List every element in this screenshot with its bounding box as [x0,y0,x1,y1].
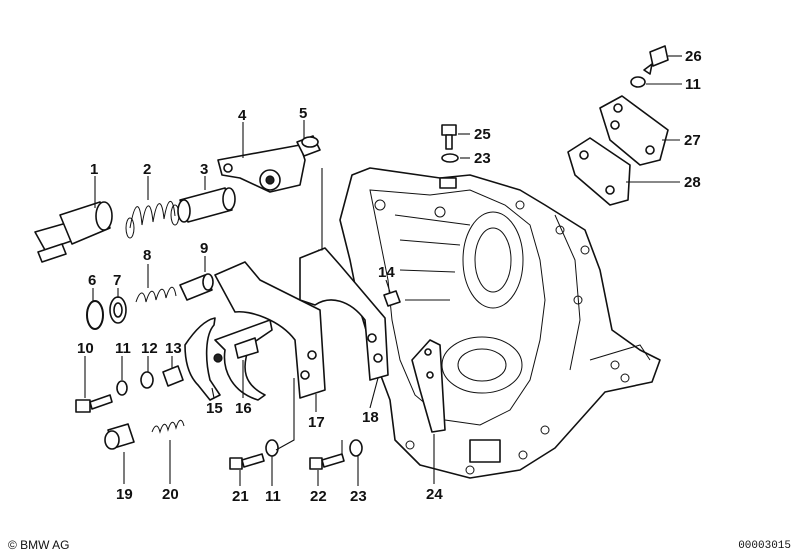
label-part-16: 16 [235,400,252,417]
washer-part-11a [116,380,128,396]
label-part-2: 2 [143,161,151,178]
label-part-27: 27 [684,132,701,149]
washer-part-11b [265,439,279,457]
cover-plate-part-28 [567,137,631,206]
washer-part-11c [630,76,646,88]
nut-part-5 [296,135,321,157]
label-part-21: 21 [232,488,249,505]
transmission-housing [339,167,661,479]
label-part-23a: 23 [350,488,367,505]
label-part-8: 8 [143,247,151,264]
label-part-25: 25 [474,126,491,143]
label-part-11b: 11 [265,488,281,505]
washer-part-7 [109,296,127,324]
bolt-part-26 [643,45,669,75]
label-part-6: 6 [88,272,96,289]
washer-part-12 [140,371,154,389]
label-part-10: 10 [77,340,94,357]
drawing-number: 00003015 [738,540,791,552]
label-part-5: 5 [299,105,307,122]
shift-arm-part-4 [217,144,306,193]
label-part-7: 7 [113,272,121,289]
bolt-part-10 [75,394,113,413]
circlip-part-6 [86,300,104,330]
bracket-part-24 [411,339,446,433]
bushing-part-3 [177,187,236,223]
label-part-11a: 11 [115,340,131,357]
spring-part-8 [135,286,177,303]
washer-part-23b [441,153,459,163]
label-part-18: 18 [362,409,379,426]
washer-part-23a [349,439,363,457]
label-part-24: 24 [426,486,443,503]
bolt-part-25 [441,124,457,150]
plug-part-19 [104,423,135,450]
spring-part-2 [125,200,180,239]
label-part-1: 1 [90,161,98,178]
bolt-part-21 [229,453,265,470]
label-part-13: 13 [165,340,182,357]
part-labels: 1 2 3 4 5 6 7 8 9 10 11 12 13 14 15 16 1… [77,48,702,505]
sleeve-part-13 [162,365,184,387]
gasket-part-27 [599,95,669,166]
shift-fork-part-17 [214,261,326,399]
label-part-22: 22 [310,488,327,505]
leader-lines [84,55,682,486]
label-part-12: 12 [141,340,158,357]
label-part-9: 9 [200,240,208,257]
pin-part-9 [179,273,214,301]
spring-part-20 [151,419,185,434]
bolt-part-22 [309,453,345,470]
label-part-14: 14 [378,264,395,281]
shift-sleeve-part-1 [34,201,113,263]
label-part-3: 3 [200,161,208,178]
nut-part-14 [383,290,401,307]
copyright-text: © BMW AG [8,538,70,552]
label-part-17: 17 [308,414,325,431]
label-part-20: 20 [162,486,179,503]
label-part-4: 4 [238,107,247,124]
label-part-11c: 11 [685,76,701,93]
label-part-19: 19 [116,486,133,503]
label-part-26: 26 [685,48,702,65]
label-part-23b: 23 [474,150,491,167]
label-part-28: 28 [684,174,701,191]
shift-fork-part-15 [184,317,223,401]
shift-fork-part-18 [299,247,389,381]
label-part-15: 15 [206,400,223,417]
